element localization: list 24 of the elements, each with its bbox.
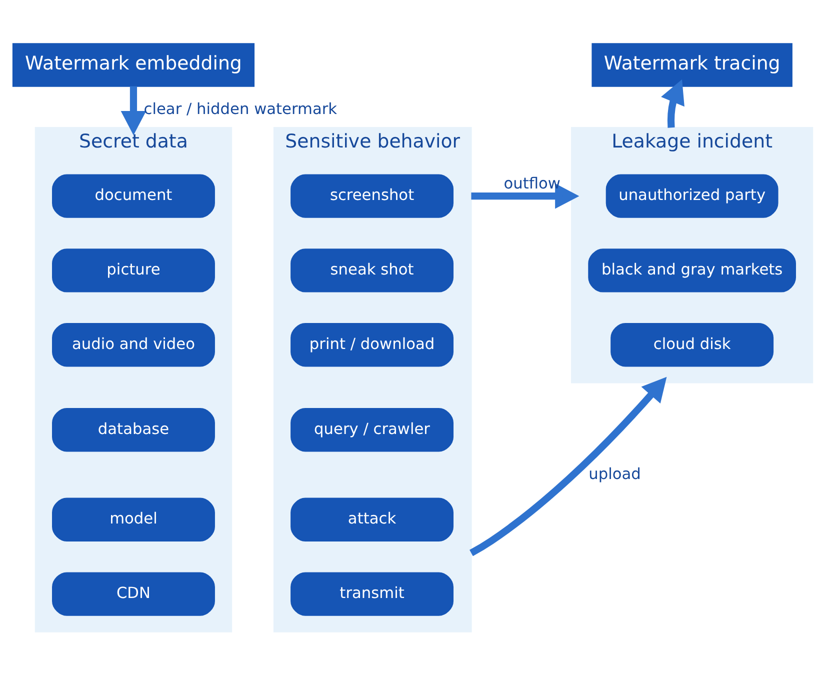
edge-label: clear / hidden watermark	[144, 100, 338, 118]
arrow	[120, 86, 146, 136]
node-box: document	[52, 174, 215, 218]
node-box: screenshot	[290, 174, 454, 218]
node-box: database	[52, 408, 215, 452]
node-box: query / crawler	[290, 408, 454, 452]
node-box: sneak shot	[290, 248, 454, 292]
arrow	[470, 376, 667, 556]
arrow	[471, 183, 580, 209]
node-box: Watermark tracing	[592, 43, 792, 87]
arrow	[661, 79, 684, 128]
edge-label: upload	[588, 464, 641, 483]
node-box: black and gray markets	[588, 248, 796, 292]
node-box: attack	[290, 498, 454, 542]
node-box: transmit	[290, 572, 454, 616]
node-box: print / download	[290, 323, 454, 367]
node-box: audio and video	[52, 323, 215, 367]
node-box: model	[52, 498, 215, 542]
node-box: unauthorized party	[606, 174, 778, 218]
node-box: picture	[52, 248, 215, 292]
node-box: CDN	[52, 572, 215, 616]
node-box: Watermark embedding	[12, 43, 255, 87]
edge-label: outflow	[504, 174, 560, 192]
node-box: cloud disk	[610, 323, 774, 367]
